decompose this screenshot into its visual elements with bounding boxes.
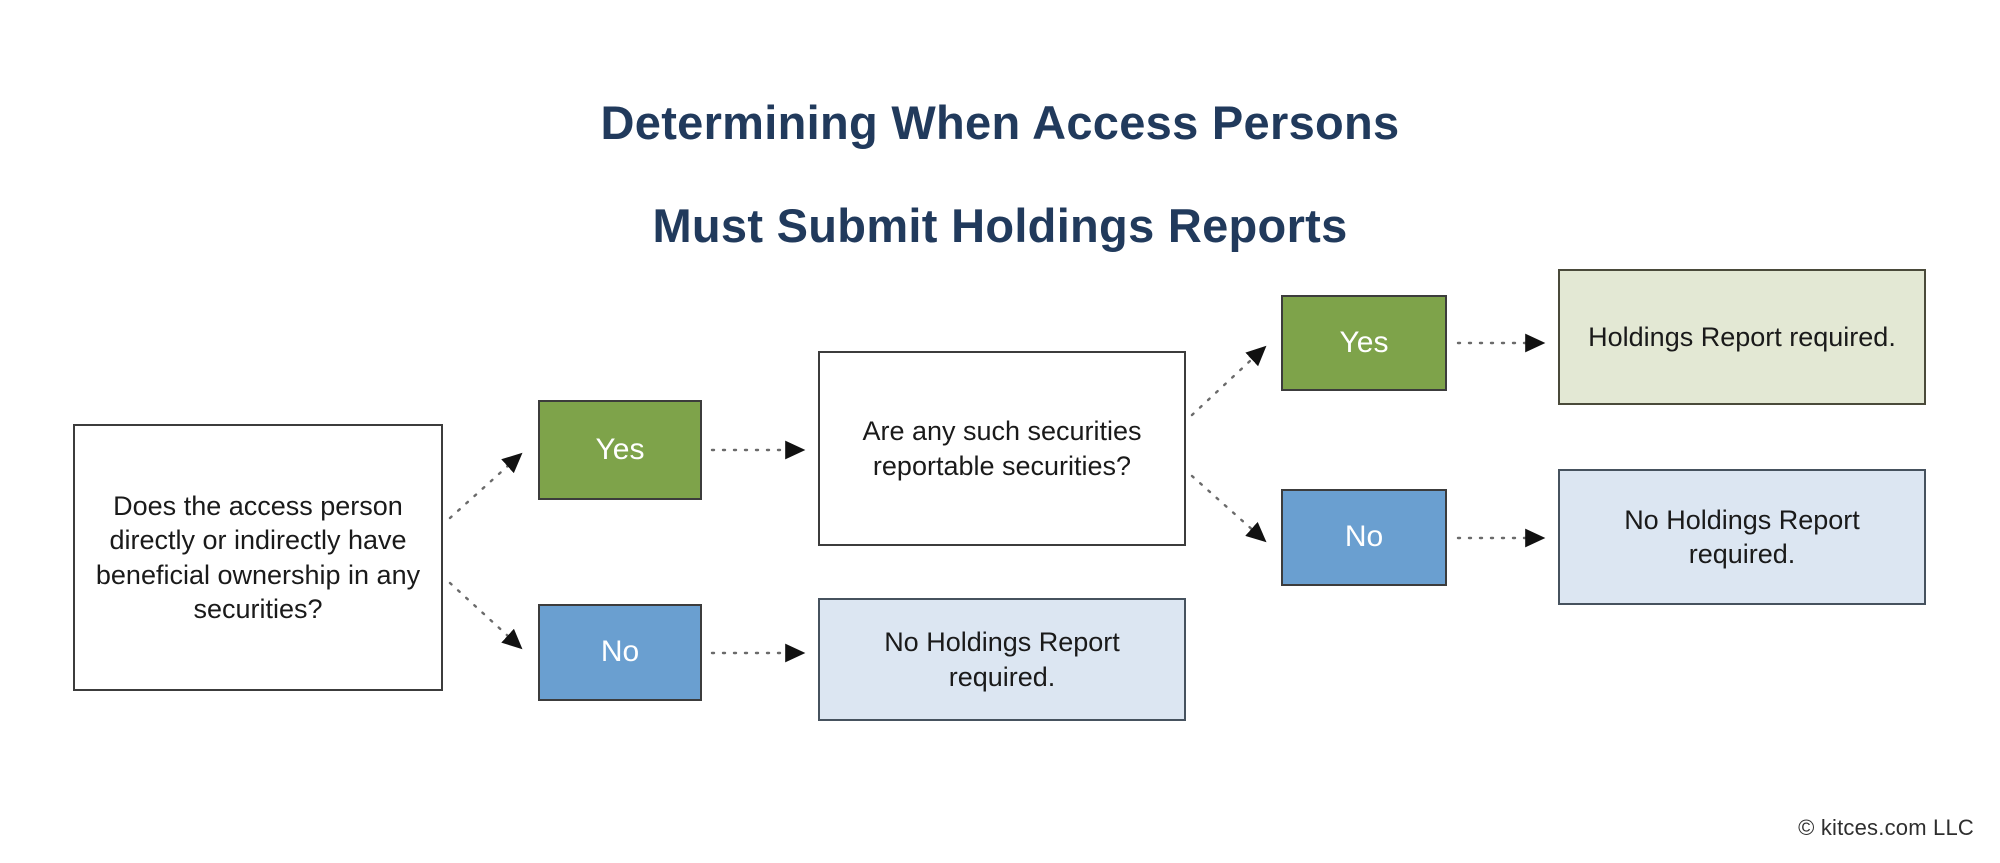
outcome-node-no-holdings-report-ownership[interactable]: No Holdings Report required. [818, 598, 1186, 721]
edge-root-to-yes [448, 452, 523, 520]
page-title: Determining When Access Persons Must Sub… [0, 45, 2000, 303]
page-title-line-2: Must Submit Holdings Reports [652, 199, 1348, 253]
branch-label-yes-ownership[interactable]: Yes [538, 400, 702, 500]
decision-node-beneficial-ownership[interactable]: Does the access person directly or indir… [73, 424, 443, 691]
page-title-line-1: Determining When Access Persons [600, 95, 1400, 149]
branch-label-no-ownership[interactable]: No [538, 604, 702, 701]
outcome-node-holdings-report-required[interactable]: Holdings Report required. [1558, 269, 1926, 405]
decision-node-reportable-securities[interactable]: Are any such securities reportable secur… [818, 351, 1186, 546]
copyright-credit: © kitces.com LLC [1798, 815, 1974, 840]
outcome-node-no-holdings-report-reportable[interactable]: No Holdings Report required. [1558, 469, 1926, 605]
branch-label-no-reportable[interactable]: No [1281, 489, 1447, 586]
edge-root-to-no [448, 581, 523, 650]
edge-question-to-no [1190, 474, 1267, 543]
edge-question-to-yes [1190, 345, 1267, 417]
branch-label-yes-reportable[interactable]: Yes [1281, 295, 1447, 391]
